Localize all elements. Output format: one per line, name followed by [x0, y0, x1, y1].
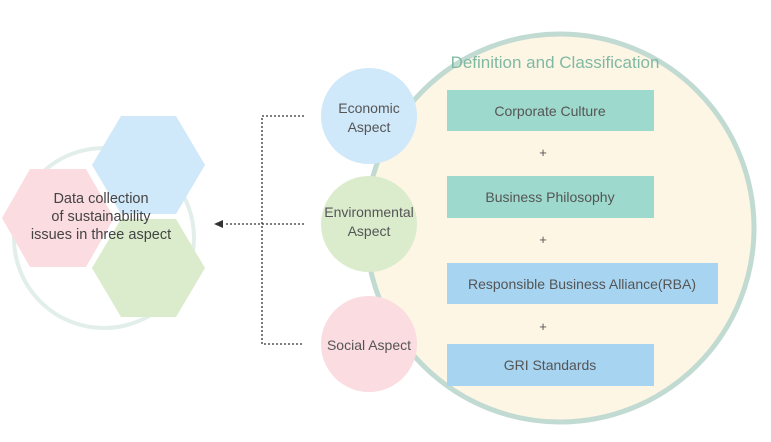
hub-label-line: issues in three aspect — [31, 227, 171, 243]
aspect-label: Social Aspect — [327, 337, 411, 353]
definition-box-business-philosophy: Business Philosophy — [447, 176, 654, 218]
hub-label-line: Data collection — [53, 191, 148, 207]
hub-label-line: of sustainability — [51, 209, 151, 225]
dotted-connector — [224, 115, 304, 345]
arrow-head-icon — [214, 220, 223, 228]
definition-box-gri-standards: GRI Standards — [447, 344, 654, 386]
definition-box-rba: Responsible Business Alliance(RBA) — [447, 263, 718, 304]
hexagon-blue — [92, 116, 205, 214]
definition-box-label: Business Philosophy — [485, 189, 614, 205]
definition-box-label: Responsible Business Alliance(RBA) — [468, 276, 696, 292]
aspect-label: Aspect — [348, 119, 391, 135]
hexagon-pink — [2, 169, 114, 267]
plus-sign: + — [539, 319, 547, 334]
aspect-label: Economic — [338, 100, 399, 116]
aspect-label: Aspect — [348, 223, 391, 239]
environmental-aspect: Environmental Aspect — [321, 176, 417, 272]
social-aspect: Social Aspect — [321, 296, 417, 392]
plus-sign: + — [539, 145, 547, 160]
hexagon-green — [92, 219, 205, 317]
section-title: Definition and Classification — [451, 53, 660, 72]
definition-box-corporate-culture: Corporate Culture — [447, 90, 654, 131]
economic-aspect: Economic Aspect — [321, 68, 417, 164]
definition-box-label: GRI Standards — [504, 357, 597, 373]
plus-sign: + — [539, 232, 547, 247]
aspect-label: Environmental — [324, 204, 414, 220]
definition-box-label: Corporate Culture — [494, 103, 605, 119]
hub-label: Data collection of sustainability issues… — [31, 191, 171, 243]
